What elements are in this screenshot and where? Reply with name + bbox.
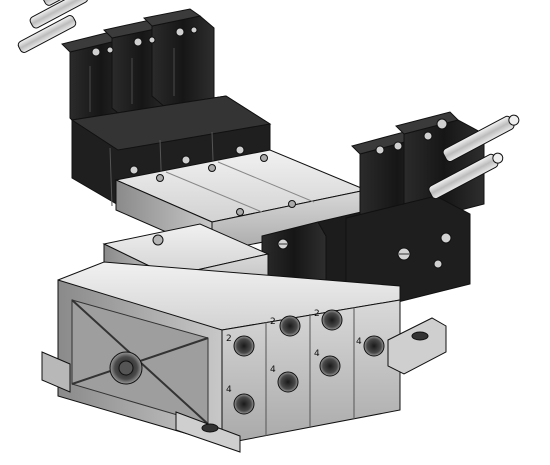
port-label: 2 (226, 334, 232, 344)
connector-rods-right (428, 114, 520, 200)
solenoid-plugs-left (61, 8, 215, 131)
port-label: 4 (356, 337, 362, 347)
port-label: 4 (314, 349, 320, 359)
port-holes (233, 309, 385, 415)
port-label: 2 (270, 317, 276, 327)
port-label: 2 (314, 309, 320, 319)
port-labels: 2 2 2 4 4 4 4 (226, 309, 362, 395)
port-label: 4 (270, 365, 276, 375)
port-label: 4 (226, 385, 232, 395)
connector-rods-left (17, 0, 102, 53)
manifold-base (41, 261, 447, 453)
